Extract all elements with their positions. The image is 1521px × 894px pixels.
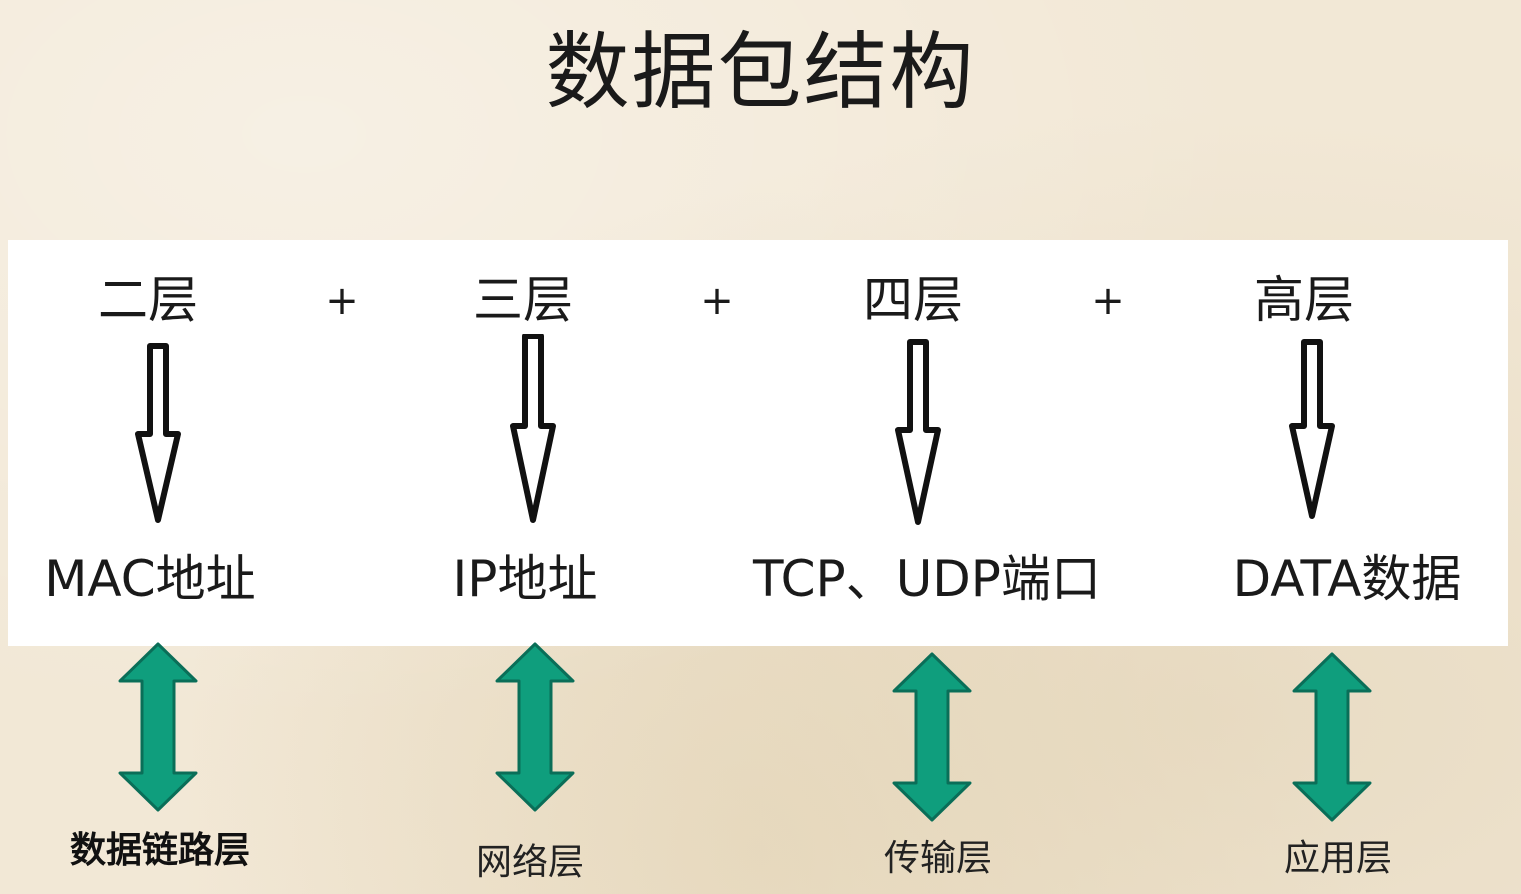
- double-arrow-icon: [892, 652, 972, 822]
- plus-separator-3: +: [1091, 278, 1125, 324]
- double-arrow-icon: [118, 642, 198, 812]
- field-label-port: TCP、UDP端口: [753, 550, 1101, 608]
- osi-label-application: 应用层: [1283, 838, 1392, 879]
- plus-separator-2: +: [700, 278, 734, 324]
- double-arrow-icon: [495, 642, 575, 812]
- down-arrow-icon: [1289, 339, 1335, 519]
- white-panel: [8, 240, 1508, 646]
- down-arrow-icon: [510, 334, 556, 523]
- field-label-mac: MAC地址: [44, 550, 256, 608]
- down-arrow-icon: [135, 343, 181, 523]
- plus-separator-1: +: [325, 278, 359, 324]
- down-arrow-icon: [895, 339, 941, 525]
- field-label-ip: IP地址: [452, 550, 598, 608]
- layer-label-high: 高层: [1254, 271, 1354, 329]
- diagram-title: 数据包结构: [545, 23, 976, 121]
- layer-label-3: 三层: [473, 271, 573, 329]
- layer-label-4: 四层: [863, 271, 963, 329]
- field-label-data: DATA数据: [1232, 550, 1462, 608]
- osi-label-datalink: 数据链路层: [69, 830, 250, 871]
- layer-label-2: 二层: [98, 271, 198, 329]
- osi-label-transport: 传输层: [883, 838, 992, 879]
- osi-label-network: 网络层: [475, 842, 584, 883]
- double-arrow-icon: [1292, 652, 1372, 822]
